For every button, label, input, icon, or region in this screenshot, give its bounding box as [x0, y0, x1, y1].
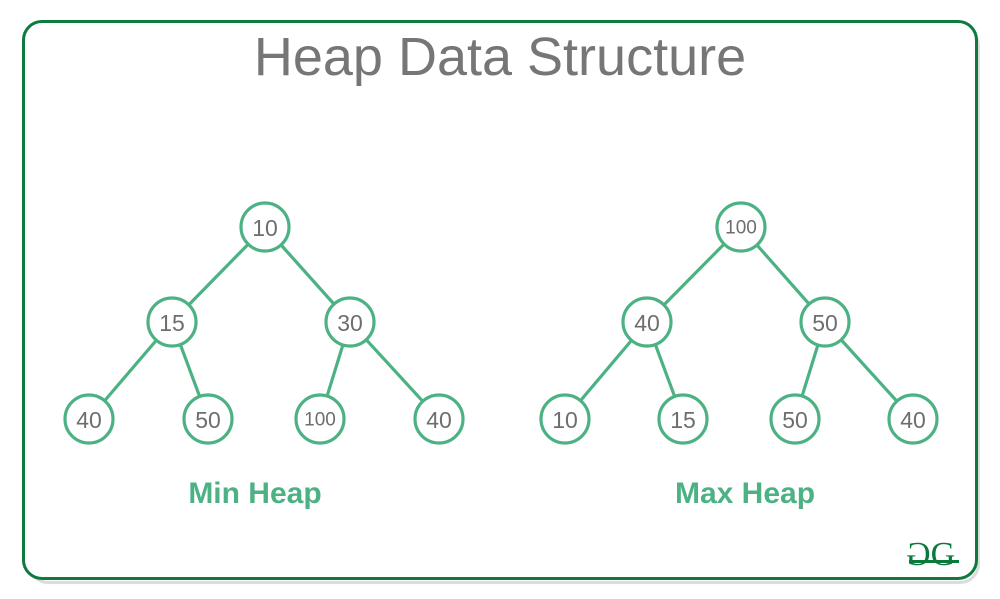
- min-heap-caption: Min Heap: [188, 477, 322, 510]
- max-heap-caption: Max Heap: [674, 477, 816, 510]
- geeksforgeeks-logo: GG: [908, 536, 959, 573]
- logo-right-glyph: G: [930, 536, 956, 573]
- page-title: Heap Data Structure: [253, 27, 747, 87]
- logo-left-glyph: G: [908, 536, 931, 573]
- logo-bar: [909, 560, 959, 563]
